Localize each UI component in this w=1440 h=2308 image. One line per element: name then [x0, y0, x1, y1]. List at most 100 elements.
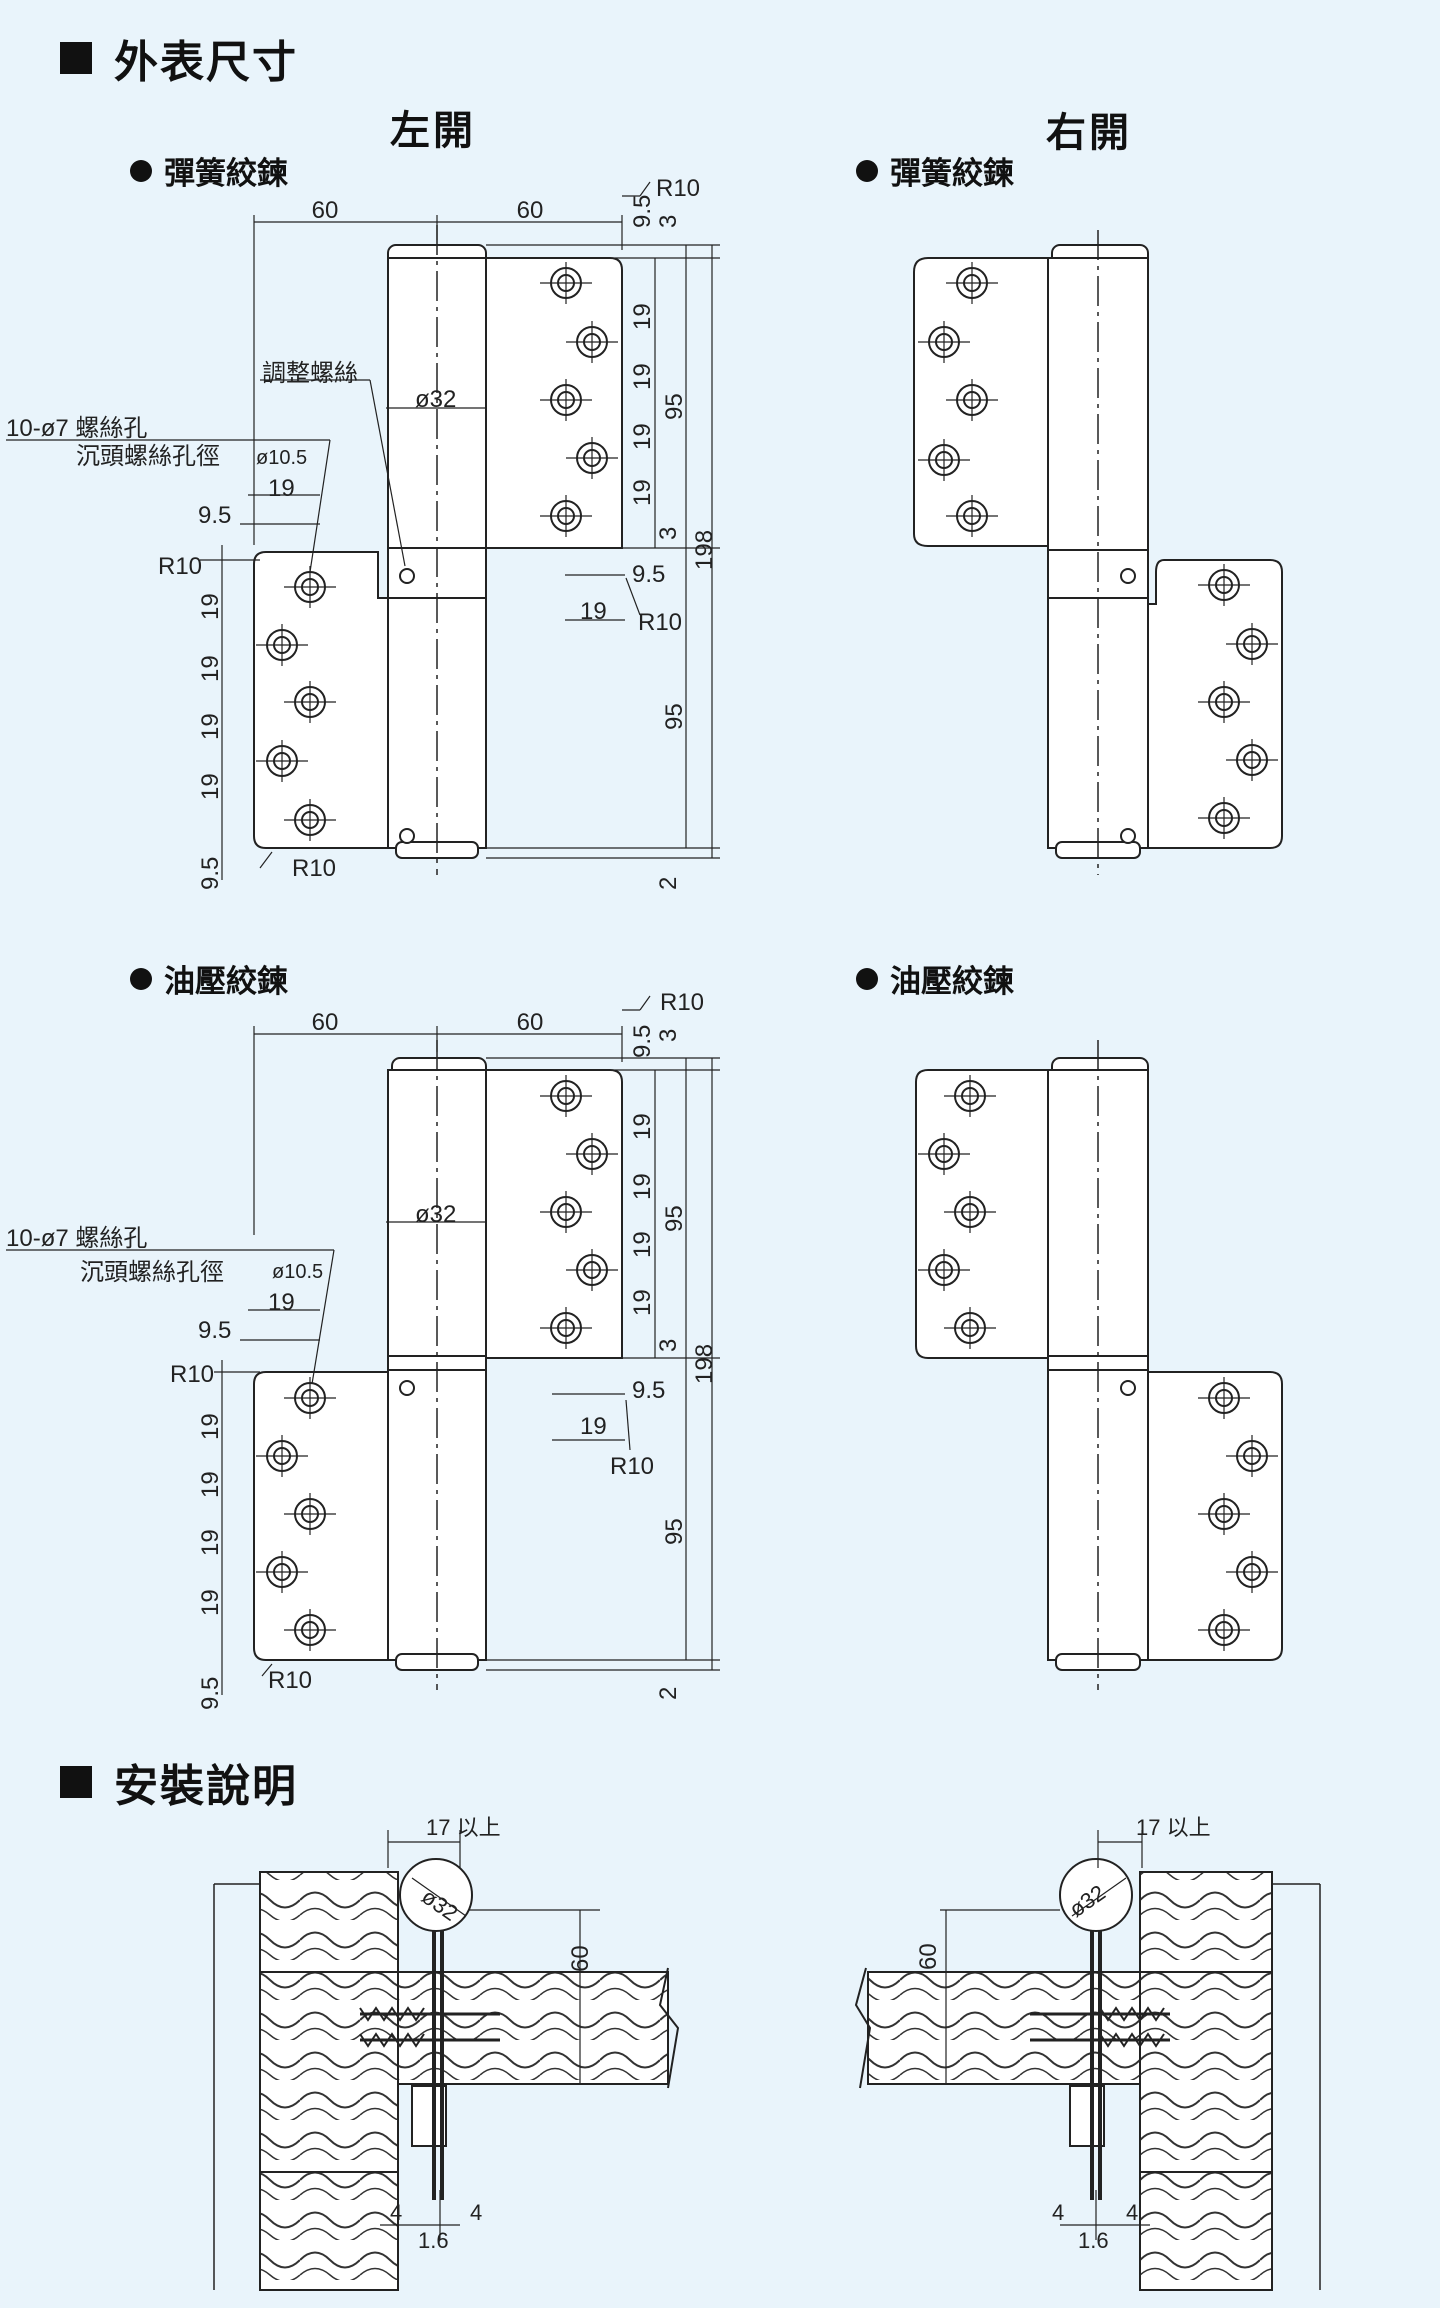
frame-block-mid	[259, 1971, 399, 2173]
dim-19-lv: 19	[197, 1529, 224, 1556]
left-open-title: 左開	[390, 109, 476, 153]
label-holes: 10-ø7 螺絲孔	[6, 1225, 147, 1252]
dim-19-h: 19	[268, 475, 295, 502]
dim-9-5-right: 9.5	[632, 1377, 665, 1404]
install-diagram-left: 17 以上 ø32 60 4 4 1.6	[213, 1815, 680, 2291]
dim-r10-left: R10	[158, 553, 202, 580]
dim-19-right: 19	[580, 1413, 607, 1440]
dim-r10-top: R10	[656, 175, 700, 202]
dim-19-lv: 19	[197, 773, 224, 800]
bullet-dot-icon	[856, 159, 878, 182]
dim-19-lv: 19	[197, 1471, 224, 1498]
subtitle-spring-right: 彈簧絞鍊	[856, 148, 1014, 193]
dim-r10-left: R10	[170, 1361, 214, 1388]
dim-1-6: 1.6	[418, 2228, 449, 2253]
label-countersink: 沉頭螺絲孔徑	[76, 443, 220, 470]
section-install-heading: 安裝說明	[60, 1750, 298, 1814]
frame-block-bottom	[259, 2171, 399, 2291]
pin-hole	[399, 828, 415, 844]
dim-r10-bottom: R10	[268, 1667, 312, 1694]
dim-3-v: 3	[655, 215, 682, 228]
dim-dia32: ø32	[415, 386, 456, 413]
dim-19-lv: 19	[197, 1413, 224, 1440]
subtitle-text: 油壓絞鍊	[164, 964, 288, 999]
dim-9-5-v: 9.5	[629, 195, 656, 228]
dim-19-right: 19	[580, 598, 607, 625]
bullet-dot-icon	[130, 159, 152, 182]
dim-19-lv: 19	[197, 655, 224, 682]
dim-r10-right: R10	[638, 609, 682, 636]
dim-60-install: 60	[915, 1943, 942, 1970]
dim-4-b: 4	[470, 2200, 482, 2225]
subtitle-hydraulic-right: 油壓絞鍊	[856, 956, 1014, 1001]
dim-95-v: 95	[661, 393, 688, 420]
dim-9-5-h: 9.5	[198, 502, 231, 529]
label-countersink: 沉頭螺絲孔徑	[80, 1259, 224, 1286]
dim-4-b: 4	[1126, 2200, 1138, 2225]
bullet-dot-icon	[130, 967, 152, 990]
dim-19-v: 19	[629, 1173, 656, 1200]
dim-r10-top: R10	[660, 989, 704, 1016]
section-dimensions-heading: 外表尺寸	[60, 26, 298, 90]
dim-19-v: 19	[629, 1289, 656, 1316]
subtitle-text: 油壓絞鍊	[890, 964, 1014, 999]
dim-9-5-lv: 9.5	[197, 1677, 224, 1710]
dim-60-a: 60	[312, 197, 339, 224]
right-open-title: 右開	[1046, 111, 1132, 155]
door-panel	[397, 1971, 669, 2085]
dim-4-a: 4	[390, 2200, 402, 2225]
dim-19-lv: 19	[197, 713, 224, 740]
dim-19-v: 19	[629, 303, 656, 330]
dim-17-min: 17 以上	[1136, 1815, 1211, 1840]
dim-9-5-h: 9.5	[198, 1317, 231, 1344]
dim-60-b: 60	[517, 1009, 544, 1036]
dim-19-v: 19	[629, 1113, 656, 1140]
label-holes: 10-ø7 螺絲孔	[6, 415, 147, 442]
dim-9-5-right: 9.5	[632, 561, 665, 588]
subtitle-spring-left: 彈簧絞鍊	[130, 148, 288, 193]
dim-19-v: 19	[629, 1231, 656, 1258]
dim-dia32: ø32	[415, 1201, 456, 1228]
dim-9-5-v: 9.5	[629, 1025, 656, 1058]
label-countersink-dia: ø10.5	[272, 1261, 323, 1283]
dim-19-v: 19	[629, 423, 656, 450]
dim-95-v2: 95	[661, 1518, 688, 1545]
section-install-title: 安裝說明	[114, 1762, 298, 1811]
bullet-dot-icon	[856, 967, 878, 990]
dim-19-h: 19	[268, 1289, 295, 1316]
dim-19-v: 19	[629, 363, 656, 390]
dim-95-v2: 95	[661, 703, 688, 730]
section-dimensions-title: 外表尺寸	[114, 38, 298, 87]
square-bullet-icon	[60, 1766, 92, 1798]
dim-95-v: 95	[661, 1205, 688, 1232]
dim-60-install: 60	[567, 1945, 594, 1972]
dim-198-v: 198	[691, 530, 718, 570]
subtitle-text: 彈簧絞鍊	[890, 156, 1014, 191]
subtitle-text: 彈簧絞鍊	[164, 156, 288, 191]
square-bullet-icon	[60, 42, 92, 74]
spring-hinge-right	[913, 230, 1283, 875]
dim-19-v: 19	[629, 479, 656, 506]
spring-hinge-left: 60 60 R10 ø32 調整螺絲 10-ø7 螺絲孔 沉頭螺絲孔徑 ø10.…	[6, 175, 720, 890]
screws	[359, 2006, 500, 2048]
dim-3-v: 3	[655, 1029, 682, 1042]
dim-2-v: 2	[655, 1687, 682, 1700]
dim-1-6: 1.6	[1078, 2228, 1109, 2253]
label-countersink-dia: ø10.5	[256, 447, 307, 469]
dim-198-v: 198	[691, 1344, 718, 1384]
hydraulic-hinge-right	[915, 1040, 1283, 1690]
dim-17-min: 17 以上	[426, 1815, 501, 1840]
dim-r10-bottom: R10	[292, 855, 336, 882]
label-adjust-screw: 調整螺絲	[262, 360, 358, 387]
subtitle-hydraulic-left: 油壓絞鍊	[130, 956, 288, 1001]
dim-60-a: 60	[312, 1009, 339, 1036]
adjust-screw-hole	[399, 568, 415, 584]
dim-60-b: 60	[517, 197, 544, 224]
dim-2-v: 2	[655, 877, 682, 890]
dim-19-lv: 19	[197, 593, 224, 620]
dim-3-v2: 3	[655, 527, 682, 540]
dim-4-a: 4	[1052, 2200, 1064, 2225]
dim-19-lv: 19	[197, 1589, 224, 1616]
dim-9-5-lv: 9.5	[197, 857, 224, 890]
